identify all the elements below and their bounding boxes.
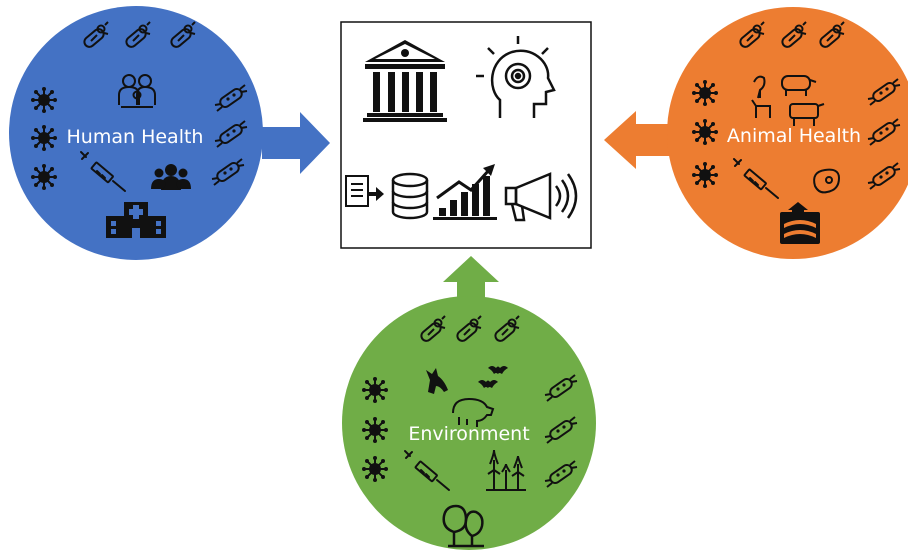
meat-icon	[813, 168, 841, 194]
megaphone-icon	[504, 172, 578, 222]
center-box	[340, 21, 592, 249]
growth-chart-icon	[433, 164, 497, 220]
environment-circle: Environment	[342, 296, 596, 550]
arrow-animal-to-center	[604, 111, 678, 169]
virus-icon	[361, 416, 389, 444]
farm-icon	[780, 202, 820, 244]
virus-icon	[30, 86, 58, 114]
crops-icon	[486, 449, 526, 491]
family-icon	[118, 74, 156, 108]
virus-icon	[361, 455, 389, 483]
boar-icon	[452, 397, 495, 427]
virus-icon	[361, 376, 389, 404]
hospital-icon	[106, 202, 166, 238]
environment-label: Environment	[408, 423, 529, 445]
livestock-icon	[751, 75, 825, 126]
animal-health-label: Animal Health	[727, 125, 861, 147]
bat-icon	[478, 366, 508, 388]
trees-icon	[442, 504, 484, 548]
institution-icon	[363, 40, 447, 122]
virus-icon	[691, 79, 719, 107]
data-pipeline-icon	[345, 172, 429, 220]
group-icon	[151, 164, 191, 190]
virus-icon	[691, 161, 719, 189]
animal-health-circle: Animal Health	[667, 7, 908, 259]
human-health-circle: Human Health	[9, 6, 263, 260]
virus-icon	[30, 163, 58, 191]
head-idea-icon	[476, 36, 556, 118]
arrow-human-to-center	[262, 112, 330, 174]
human-health-label: Human Health	[67, 126, 204, 148]
wolf-icon	[426, 368, 448, 394]
virus-icon	[691, 118, 719, 146]
virus-icon	[30, 124, 58, 152]
